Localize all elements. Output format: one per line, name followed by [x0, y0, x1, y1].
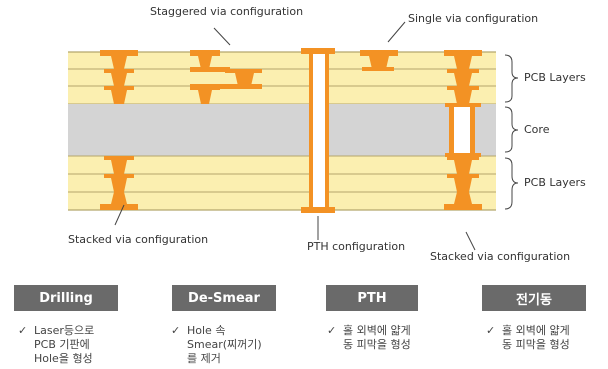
pth-config-label: PTH configuration	[307, 240, 406, 253]
note-line: 홀 외벽에 얇게	[502, 324, 570, 337]
core-via-hole	[454, 107, 470, 153]
staggered-via-label: Staggered via configuration	[150, 5, 304, 18]
check-icon: ✓	[327, 324, 337, 337]
check-icon: ✓	[171, 324, 181, 337]
note-line: 동 피막을 형성	[343, 338, 411, 351]
pcb-layers-top-label: PCB Layers	[524, 71, 586, 84]
note-line: Laser등으로	[34, 324, 95, 337]
note-line: 홀 외벽에 얇게	[343, 324, 411, 337]
note-line: Hole 속	[187, 324, 226, 337]
check-icon: ✓	[486, 324, 496, 337]
note-line: 동 피막을 형성	[502, 338, 570, 351]
step-pth: PTH	[326, 285, 418, 311]
note-line: PCB 기판에	[34, 338, 90, 351]
stacked-via-left-bottom	[100, 156, 138, 210]
note-line: 를 제거	[187, 352, 221, 365]
stacked-via-left-top	[100, 50, 138, 104]
step-de-smear: De-Smear	[172, 285, 276, 311]
single-via	[360, 50, 398, 71]
pth-via	[301, 48, 335, 213]
note-line: Hole을 형성	[34, 352, 93, 365]
top-pcb-layers	[68, 52, 496, 104]
check-icon: ✓	[18, 324, 28, 337]
core-layer	[68, 104, 496, 156]
layer-brackets	[504, 54, 519, 210]
stacked-via-right-label: Stacked via configuration	[430, 250, 571, 263]
single-via-label: Single via configuration	[408, 12, 539, 25]
staggered-via	[190, 50, 262, 104]
core-label: Core	[524, 123, 550, 136]
pcb-layers-bottom-label: PCB Layers	[524, 176, 586, 189]
stacked-via-left-label: Stacked via configuration	[68, 233, 209, 246]
step-drilling: Drilling	[14, 285, 118, 311]
bottom-pcb-layers	[68, 156, 496, 210]
step-electro-copper: 전기동	[482, 285, 586, 311]
note-line: Smear(찌꺼기)	[187, 338, 262, 351]
pcb-cross-section-diagram	[68, 21, 519, 251]
